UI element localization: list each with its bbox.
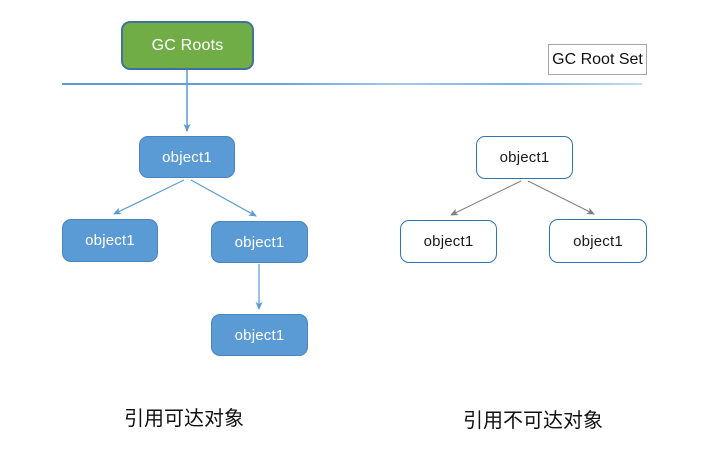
unreachable-object-node-2: object1	[400, 220, 497, 263]
unreachable-caption: 引用不可达对象	[463, 408, 603, 432]
unreachable-object-node-3: object1	[549, 219, 647, 263]
gc-root-set-label-box: GC Root Set	[548, 44, 647, 75]
arrow-unreachable-parent-to-right-child	[527, 180, 595, 215]
arrow-reachable-parent-to-right-child	[190, 179, 257, 217]
gc-roots-node: GC Roots	[121, 21, 254, 70]
unreachable-object-node-1: object1	[476, 136, 573, 179]
reachable-caption: 引用可达对象	[124, 406, 244, 430]
reachable-object-node-2: object1	[62, 219, 158, 262]
arrow-unreachable-parent-to-left-child	[450, 180, 522, 216]
arrow-reachable-parent-to-left-child	[113, 179, 185, 215]
reachable-object-node-4: object1	[211, 314, 308, 356]
reachable-object-node-1: object1	[139, 136, 235, 178]
reachable-object-node-3: object1	[211, 221, 308, 263]
